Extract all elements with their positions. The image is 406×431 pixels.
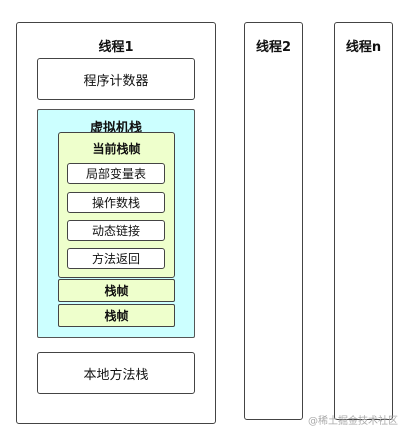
thread-n-box: 线程n	[334, 22, 393, 420]
current-frame-title: 当前栈帧	[92, 142, 141, 156]
program-counter-box: 程序计数器	[37, 58, 195, 100]
thread-2-box: 线程2	[244, 22, 303, 420]
local-variable-table: 局部变量表	[67, 163, 165, 184]
thread-1-title: 线程1	[98, 40, 134, 55]
watermark: @稀土掘金技术社区	[308, 416, 398, 427]
method-return: 方法返回	[67, 248, 165, 269]
operand-stack: 操作数栈	[67, 192, 165, 213]
native-method-stack-box: 本地方法栈	[37, 352, 195, 394]
thread-n-title: 线程n	[345, 40, 382, 55]
dynamic-linking: 动态链接	[67, 220, 165, 241]
stack-frame-2: 栈帧	[58, 304, 175, 327]
thread-2-title: 线程2	[255, 40, 292, 55]
stack-frame-1: 栈帧	[58, 279, 175, 302]
